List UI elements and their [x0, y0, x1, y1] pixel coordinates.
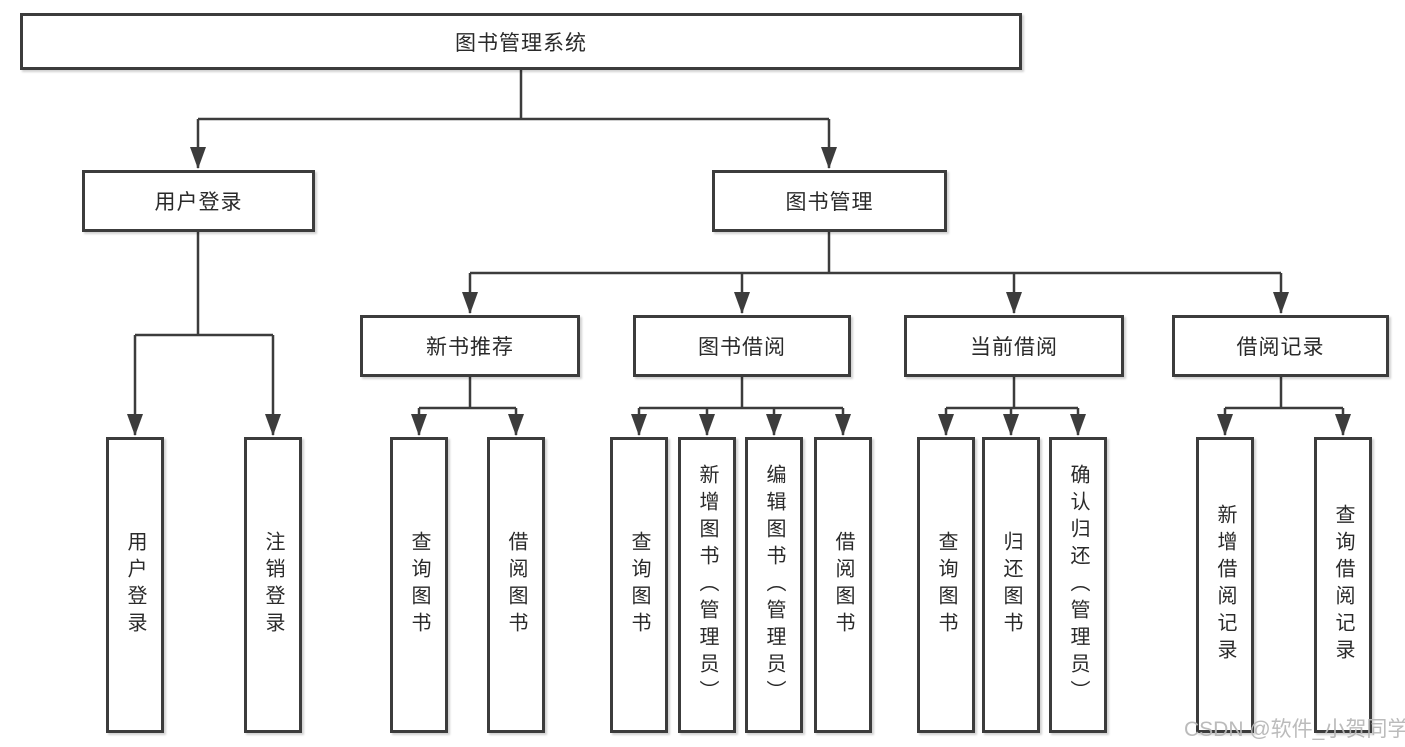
node-library-management-system: 图书管理系统 [20, 13, 1022, 70]
node-library-management-system-label: 图书管理系统 [455, 31, 587, 55]
leaf-current-confirm-return-admin-label: 确认归还（管理员） [1067, 463, 1089, 707]
leaf-new-books-query-books: 查询图书 [390, 437, 448, 733]
leaf-current-return-books-label: 归还图书 [1000, 531, 1022, 639]
node-current-borrowing-label: 当前借阅 [970, 336, 1058, 359]
leaf-borrowing-query-books: 查询图书 [610, 437, 668, 733]
node-borrowing-records-label: 借阅记录 [1236, 336, 1325, 359]
connector-trunks [135, 70, 1343, 410]
node-user-login-label: 用户登录 [154, 191, 243, 214]
leaf-borrowing-borrow-books: 借阅图书 [814, 437, 872, 733]
leaf-borrowing-query-books-label: 查询图书 [628, 531, 650, 639]
leaf-new-books-borrow-books-label: 借阅图书 [505, 531, 527, 639]
leaf-user-login-label: 用户登录 [124, 531, 146, 639]
leaf-borrowing-edit-books-admin: 编辑图书（管理员） [745, 437, 803, 733]
leaf-current-return-books: 归还图书 [982, 437, 1040, 733]
leaf-borrowing-add-books-admin: 新增图书（管理员） [678, 437, 736, 733]
leaf-new-books-borrow-books: 借阅图书 [487, 437, 545, 733]
node-book-management: 图书管理 [712, 170, 947, 232]
leaf-current-query-books-label: 查询图书 [935, 531, 957, 639]
node-borrowing-records: 借阅记录 [1172, 315, 1389, 377]
node-new-book-recommend-label: 新书推荐 [426, 336, 514, 359]
node-user-login: 用户登录 [82, 170, 315, 232]
leaf-records-query-record-label: 查询借阅记录 [1332, 504, 1354, 666]
leaf-current-query-books: 查询图书 [917, 437, 975, 733]
leaf-user-login: 用户登录 [106, 437, 164, 733]
leaf-logout: 注销登录 [244, 437, 302, 733]
leaf-logout-label: 注销登录 [262, 531, 284, 639]
leaf-borrowing-add-books-admin-label: 新增图书（管理员） [696, 463, 718, 707]
node-book-management-label: 图书管理 [785, 191, 874, 214]
leaf-records-query-record: 查询借阅记录 [1314, 437, 1372, 733]
csdn-watermark: CSDN @软件_小贺同学 [1184, 718, 1405, 741]
node-current-borrowing: 当前借阅 [904, 315, 1124, 377]
node-book-borrowing-label: 图书借阅 [698, 336, 786, 359]
leaf-borrowing-borrow-books-label: 借阅图书 [832, 531, 854, 639]
connector-arrows [127, 119, 1351, 436]
leaf-records-add-record: 新增借阅记录 [1196, 437, 1254, 733]
leaf-new-books-query-books-label: 查询图书 [408, 531, 430, 639]
leaf-current-confirm-return-admin: 确认归还（管理员） [1049, 437, 1107, 733]
leaf-borrowing-edit-books-admin-label: 编辑图书（管理员） [763, 463, 785, 707]
node-new-book-recommend: 新书推荐 [360, 315, 580, 377]
leaf-records-add-record-label: 新增借阅记录 [1214, 504, 1236, 666]
node-book-borrowing: 图书借阅 [633, 315, 851, 377]
